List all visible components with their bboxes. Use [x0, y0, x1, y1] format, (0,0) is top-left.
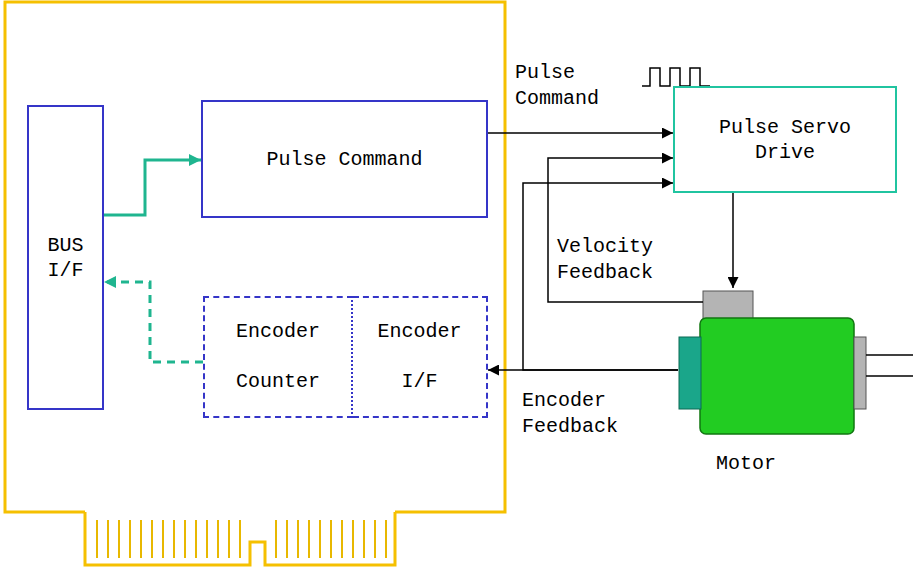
- motor-shaft: [866, 375, 913, 377]
- edge-connector: [85, 512, 395, 565]
- node-text: Pulse Command: [266, 147, 422, 172]
- motor-figure: [679, 291, 913, 434]
- finger-stroke: [286, 520, 288, 558]
- finger-stroke: [195, 520, 197, 558]
- finger-stroke: [228, 520, 230, 558]
- encoder-interface-box: Encoder I/F: [353, 296, 488, 418]
- pulse-command-box: Pulse Command: [201, 100, 488, 218]
- bus-write-arrow: [104, 160, 201, 215]
- finger-stroke: [275, 520, 277, 558]
- card-outline: [5, 2, 505, 512]
- finger-stroke: [308, 520, 310, 558]
- finger-stroke: [217, 520, 219, 558]
- finger-stroke: [96, 520, 98, 558]
- pulse-waveform: [642, 68, 710, 86]
- finger-stroke: [363, 520, 365, 558]
- motor-shaft: [866, 354, 913, 356]
- finger-stroke: [330, 520, 332, 558]
- finger-stroke: [162, 520, 164, 558]
- node-text: Encoder Counter: [228, 307, 328, 407]
- finger-stroke: [206, 520, 208, 558]
- motor-rear-cap: [679, 337, 701, 409]
- encoder-counter-box: Encoder Counter: [203, 296, 353, 418]
- motor-body: [700, 318, 854, 434]
- finger-stroke: [173, 520, 175, 558]
- finger-stroke: [385, 520, 387, 558]
- bus-interface-box: BUS I/F: [27, 105, 104, 410]
- node-text: BUS I/F: [36, 233, 96, 283]
- finger-stroke: [297, 520, 299, 558]
- finger-stroke: [239, 520, 241, 558]
- finger-stroke: [151, 520, 153, 558]
- finger-stroke: [140, 520, 142, 558]
- finger-stroke: [129, 520, 131, 558]
- encoder-feedback-branch: [523, 183, 678, 370]
- bus-read-arrow: [104, 282, 203, 362]
- finger-stroke: [319, 520, 321, 558]
- finger-stroke: [184, 520, 186, 558]
- finger-stroke: [107, 520, 109, 558]
- motor-encoder: [703, 291, 753, 319]
- motor-flange: [854, 337, 866, 409]
- finger-stroke: [374, 520, 376, 558]
- finger-stroke: [352, 520, 354, 558]
- node-text: Pulse Servo Drive: [710, 115, 860, 165]
- motor: Motor: [678, 288, 908, 480]
- finger-stroke: [118, 520, 120, 558]
- finger-stroke: [341, 520, 343, 558]
- edge-label: Pulse Command: [513, 60, 637, 112]
- edge-label: Velocity Feedback: [555, 234, 679, 286]
- servo-drive-box: Pulse Servo Drive: [673, 86, 897, 193]
- node-text: Encoder I/F: [370, 307, 470, 407]
- velocity-feedback-line: [548, 158, 703, 302]
- edge-label: Encoder Feedback: [520, 388, 644, 440]
- drive-output-line: [732, 193, 734, 288]
- gold-fingers: [97, 520, 386, 558]
- node-text: Motor: [716, 451, 776, 476]
- pulse-command-line: [488, 132, 673, 134]
